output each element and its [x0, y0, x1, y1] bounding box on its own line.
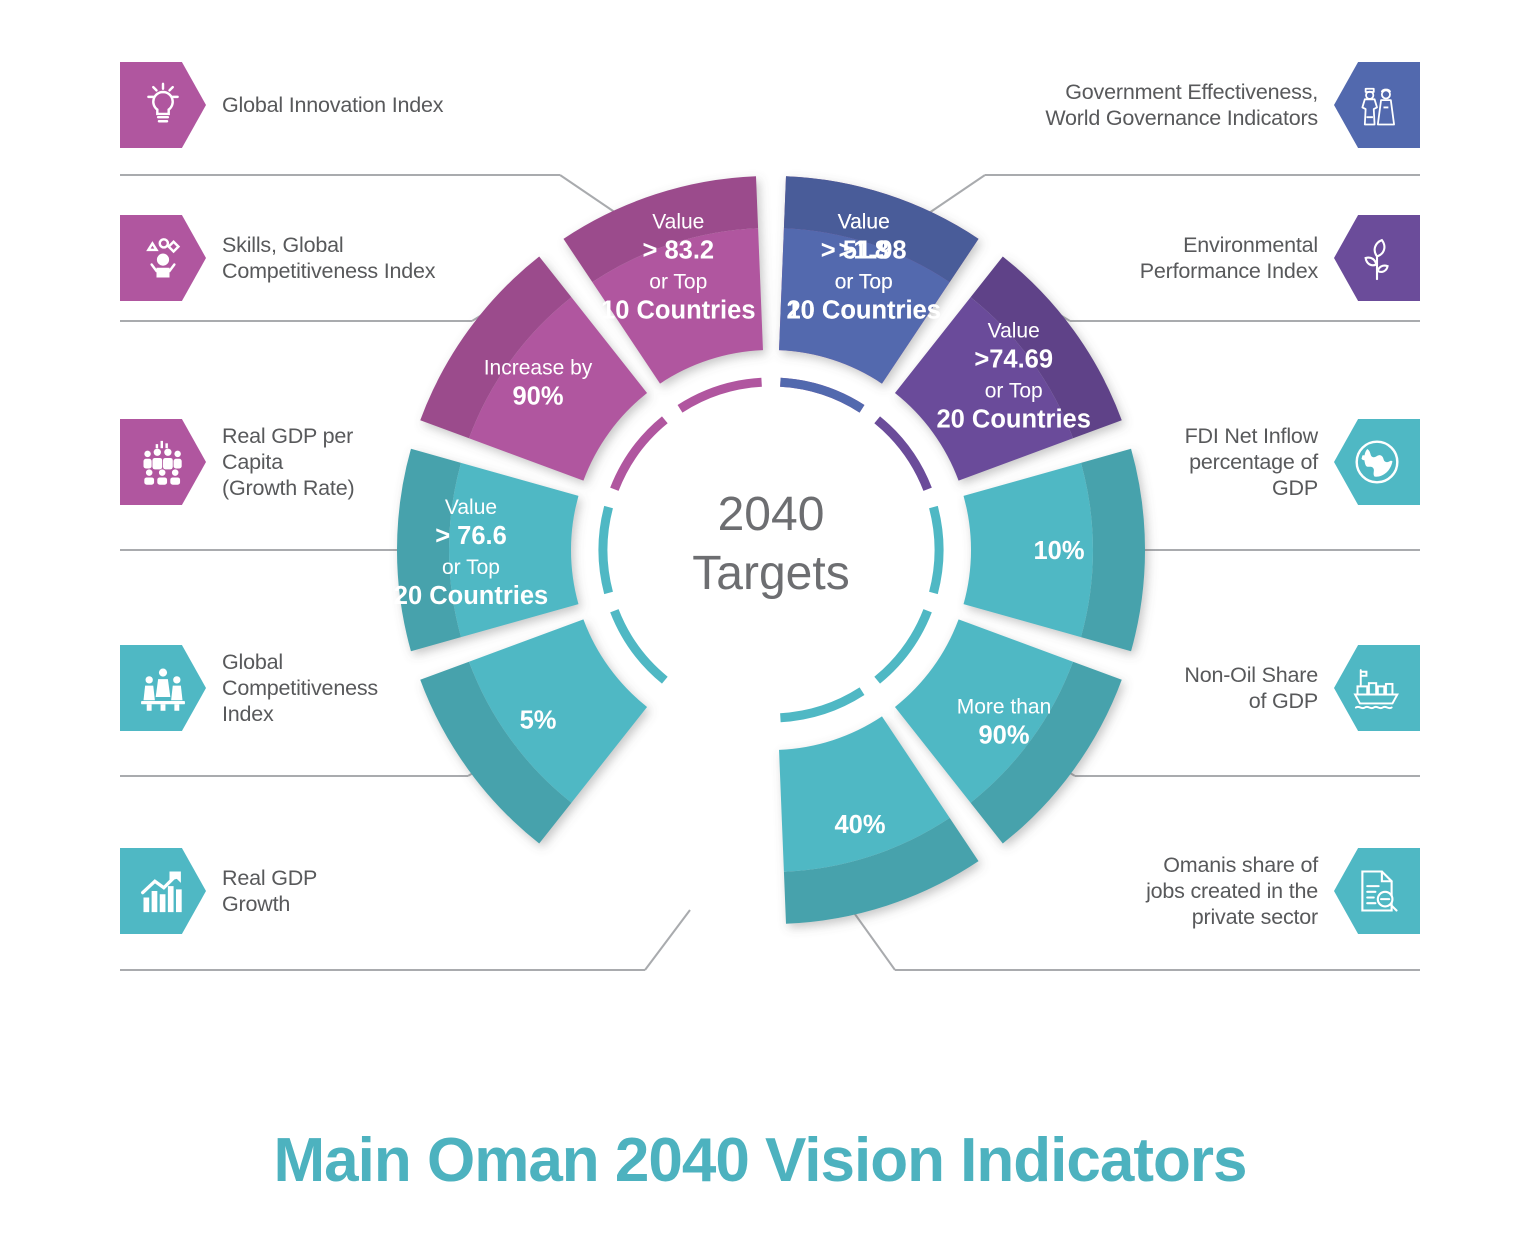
donut-segment-inner[interactable]: [468, 619, 648, 803]
donut-segment-outer[interactable]: [783, 176, 979, 283]
center-line-1: 2040: [718, 488, 825, 541]
inner-ring-arc: [677, 377, 762, 413]
leaf-plant-icon: [1334, 215, 1420, 301]
inner-ring-arc: [874, 416, 932, 491]
separator-right-4: [1075, 775, 1420, 777]
inner-ring-arc: [874, 609, 932, 684]
skills-icon: [120, 215, 206, 301]
donut-segment-outer[interactable]: [970, 661, 1122, 844]
donut-segment-outer[interactable]: [970, 256, 1122, 439]
cargo-ship-icon: [1334, 645, 1420, 731]
donut-segment-outer[interactable]: [783, 817, 979, 924]
lightbulb-icon: [120, 62, 206, 148]
podium-people-icon: [120, 645, 206, 731]
donut-segment-outer[interactable]: [420, 256, 572, 439]
donut-segment-outer[interactable]: [420, 661, 572, 844]
people-chart-icon: [120, 419, 206, 505]
separator-left-1: [120, 174, 560, 176]
growth-bar-chart-icon: [120, 848, 206, 934]
separator-right-2: [1070, 320, 1420, 322]
label-global-innovation-index[interactable]: Global Innovation Index: [120, 62, 444, 148]
separator-right-3: [1130, 549, 1420, 551]
donut-segment-inner[interactable]: [779, 716, 950, 872]
label-text: Government Effectiveness,World Governanc…: [1045, 79, 1318, 130]
donut-segment-outer[interactable]: [563, 176, 759, 283]
inner-ring-arc: [780, 377, 865, 413]
omani-couple-icon: [1334, 62, 1420, 148]
donut-segment-inner[interactable]: [894, 297, 1074, 481]
page-title: Main Oman 2040 Vision Indicators: [0, 1125, 1520, 1196]
label-text: Global Innovation Index: [222, 92, 444, 117]
donut-segment-outer[interactable]: [1080, 448, 1145, 652]
separator-left-5: [120, 969, 645, 971]
donut-segment-inner[interactable]: [963, 462, 1093, 638]
separator-left-2: [120, 320, 472, 322]
donut-segment-inner[interactable]: [894, 619, 1074, 803]
center-line-2: Targets: [692, 547, 849, 600]
inner-ring-arc: [610, 609, 668, 684]
globe-icon: [1334, 419, 1420, 505]
inner-ring-arc: [598, 505, 613, 595]
label-government-effectiveness[interactable]: Government Effectiveness,World Governanc…: [1045, 62, 1420, 148]
inner-ring-arc: [929, 505, 944, 595]
separator-right-5: [895, 969, 1420, 971]
separator-left-3: [120, 549, 415, 551]
segment-group: [397, 176, 1145, 924]
inner-ring-arc: [610, 416, 668, 491]
donut-segment-inner[interactable]: [468, 297, 648, 481]
separator-right-1: [985, 174, 1420, 176]
document-search-icon: [1334, 848, 1420, 934]
inner-ring-group: [598, 377, 944, 723]
donut-segment-inner[interactable]: [592, 228, 763, 384]
donut-segment-inner[interactable]: [449, 462, 579, 638]
donut-segment-outer[interactable]: [397, 448, 462, 652]
donut-segment-inner[interactable]: [779, 228, 950, 384]
separator-left-4: [120, 775, 468, 777]
inner-ring-arc: [780, 687, 865, 723]
page-title-text: Main Oman 2040 Vision Indicators: [273, 1126, 1248, 1195]
